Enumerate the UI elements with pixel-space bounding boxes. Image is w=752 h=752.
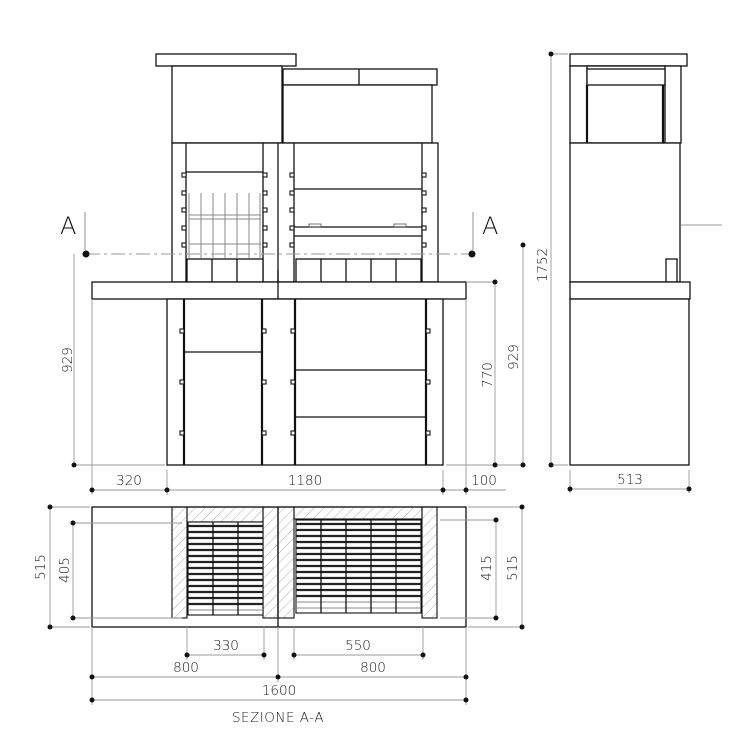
- dim-height-left: 929: [60, 347, 76, 373]
- plan-section: 515 405 415 515 330 550 800: [33, 504, 525, 726]
- countertop: [91, 281, 467, 300]
- section-title: SEZIONE A-A: [232, 710, 324, 726]
- dim-depth-right: 515: [505, 555, 521, 581]
- dim-grill-depth-right: 415: [479, 555, 495, 581]
- grill-grid-right: [295, 519, 422, 614]
- section-marker-left: A: [60, 212, 76, 240]
- side-view: 1752 513: [535, 51, 722, 493]
- front-view: A A: [60, 53, 526, 495]
- dim-depth-left: 515: [33, 554, 49, 580]
- chimney-cap-left: [155, 53, 297, 67]
- hood-cap-right: [282, 68, 438, 86]
- section-marker-right: A: [482, 212, 498, 240]
- firebrick-row: [186, 258, 422, 283]
- dim-overhang-left: 320: [116, 473, 142, 489]
- dim-half-right: 800: [360, 660, 386, 676]
- hood-body-right: [282, 84, 433, 144]
- dim-base-width: 1180: [288, 473, 322, 489]
- chimney-body-left: [171, 65, 283, 144]
- dim-total-width: 1600: [262, 683, 296, 699]
- dim-height-right: 929: [506, 344, 522, 370]
- dim-overhang-right: 100: [471, 473, 497, 489]
- side-chimney-cap: [569, 53, 688, 67]
- dim-grill-width-right: 550: [345, 638, 371, 654]
- rack-supports: [181, 172, 427, 248]
- dim-grill-width-left: 330: [213, 638, 239, 654]
- side-base: [569, 298, 690, 466]
- dim-half-left: 800: [173, 660, 199, 676]
- dim-depth: 513: [617, 472, 643, 488]
- base-cabinet: [166, 298, 444, 466]
- wall-hatch: [171, 506, 188, 619]
- grill-grid-left: [187, 521, 264, 616]
- side-countertop: [569, 281, 691, 300]
- grill-rack-left: [188, 193, 261, 258]
- shelf-supports: [179, 328, 431, 436]
- dim-grill-depth-left: 405: [57, 557, 73, 583]
- dim-inner-height: 770: [480, 362, 496, 388]
- dim-total-height: 1752: [535, 248, 551, 282]
